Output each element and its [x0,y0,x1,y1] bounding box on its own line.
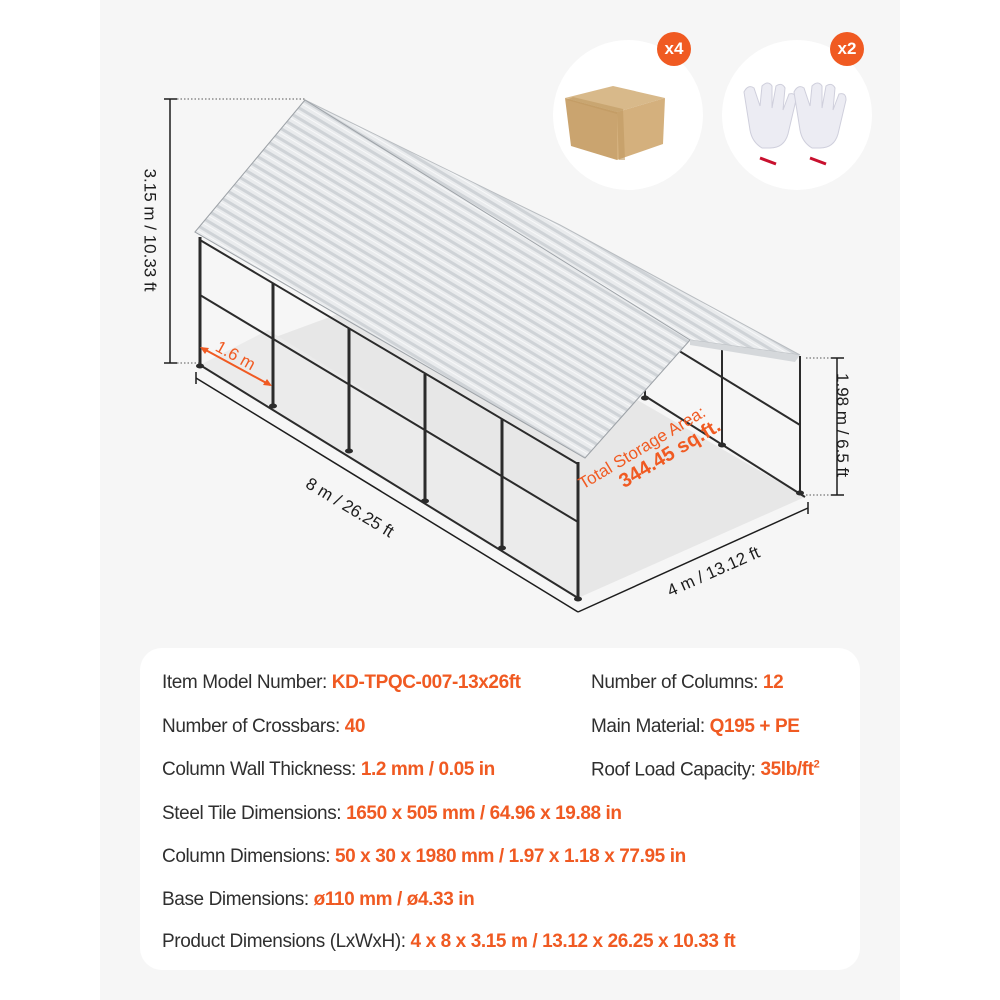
carport-illustration: 3.15 m / 10.33 ft 1.98 m / 6.5 ft 8 m / … [140,98,852,613]
spec-label: Roof Load Capacity: [591,759,761,781]
spec-label: Column Wall Thickness: [162,759,361,780]
spec-value: 4 x 8 x 3.15 m / 13.12 x 26.25 x 10.33 f… [410,931,736,952]
spec-label: Item Model Number: [162,672,332,693]
spec-crossbars: Number of Crossbars: 40 [162,716,365,738]
spec-value: 12 [762,672,784,693]
height-total-label: 3.15 m / 10.33 ft [140,168,160,292]
gloves-icon [743,82,847,166]
spec-value: Q195 + PE [709,716,800,737]
spec-steel-tile: Steel Tile Dimensions: 1650 x 505 mm / 6… [162,803,622,825]
specifications-card: Item Model Number: KD-TPQC-007-13x26ft N… [140,648,860,970]
spec-value: 1650 x 505 mm / 64.96 x 19.88 in [346,803,622,824]
spec-columns: Number of Columns: 12 [591,672,784,694]
spec-product-dimensions: Product Dimensions (LxWxH): 4 x 8 x 3.15… [162,931,736,953]
box-quantity-badge: x4 [657,32,691,66]
spec-roof-load: Roof Load Capacity: 35lb/ft2 [591,759,820,781]
spec-wall-thickness: Column Wall Thickness: 1.2 mm / 0.05 in [162,759,495,781]
spec-label: Main Material: [591,716,710,737]
spec-value: KD-TPQC-007-13x26ft [331,672,521,693]
cardboard-box-icon [565,86,665,160]
spec-label: Number of Crossbars: [162,716,345,737]
accessory-box: x4 [553,32,703,190]
carport-drawing [164,98,844,613]
spec-material: Main Material: Q195 + PE [591,716,800,738]
spec-label: Column Dimensions: [162,846,335,867]
spec-label: Base Dimensions: [162,889,314,910]
spec-value: 50 x 30 x 1980 mm / 1.97 x 1.18 x 77.95 … [334,846,686,867]
gloves-quantity-badge: x2 [830,32,864,66]
spec-value: ø110 mm / ø4.33 in [313,889,475,910]
spec-value: 35lb/ft2 [760,759,820,781]
spec-label: Steel Tile Dimensions: [162,803,347,824]
spec-label: Number of Columns: [591,672,763,693]
side-height-label: 1.98 m / 6.5 ft [832,373,852,477]
spec-value: 40 [344,716,366,737]
spec-column-dimensions: Column Dimensions: 50 x 30 x 1980 mm / 1… [162,846,686,868]
spec-value: 1.2 mm / 0.05 in [360,759,495,780]
spec-model: Item Model Number: KD-TPQC-007-13x26ft [162,672,521,694]
spec-label: Product Dimensions (LxWxH): [162,931,411,952]
spec-base-dimensions: Base Dimensions: ø110 mm / ø4.33 in [162,889,475,911]
accessory-gloves: x2 [722,32,872,190]
